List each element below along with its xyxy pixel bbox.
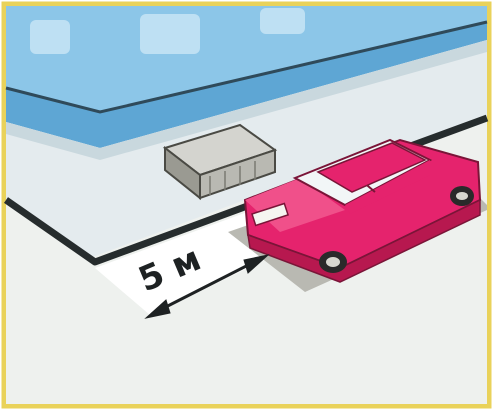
traffic-rule-illustration: 5 м bbox=[0, 0, 493, 410]
